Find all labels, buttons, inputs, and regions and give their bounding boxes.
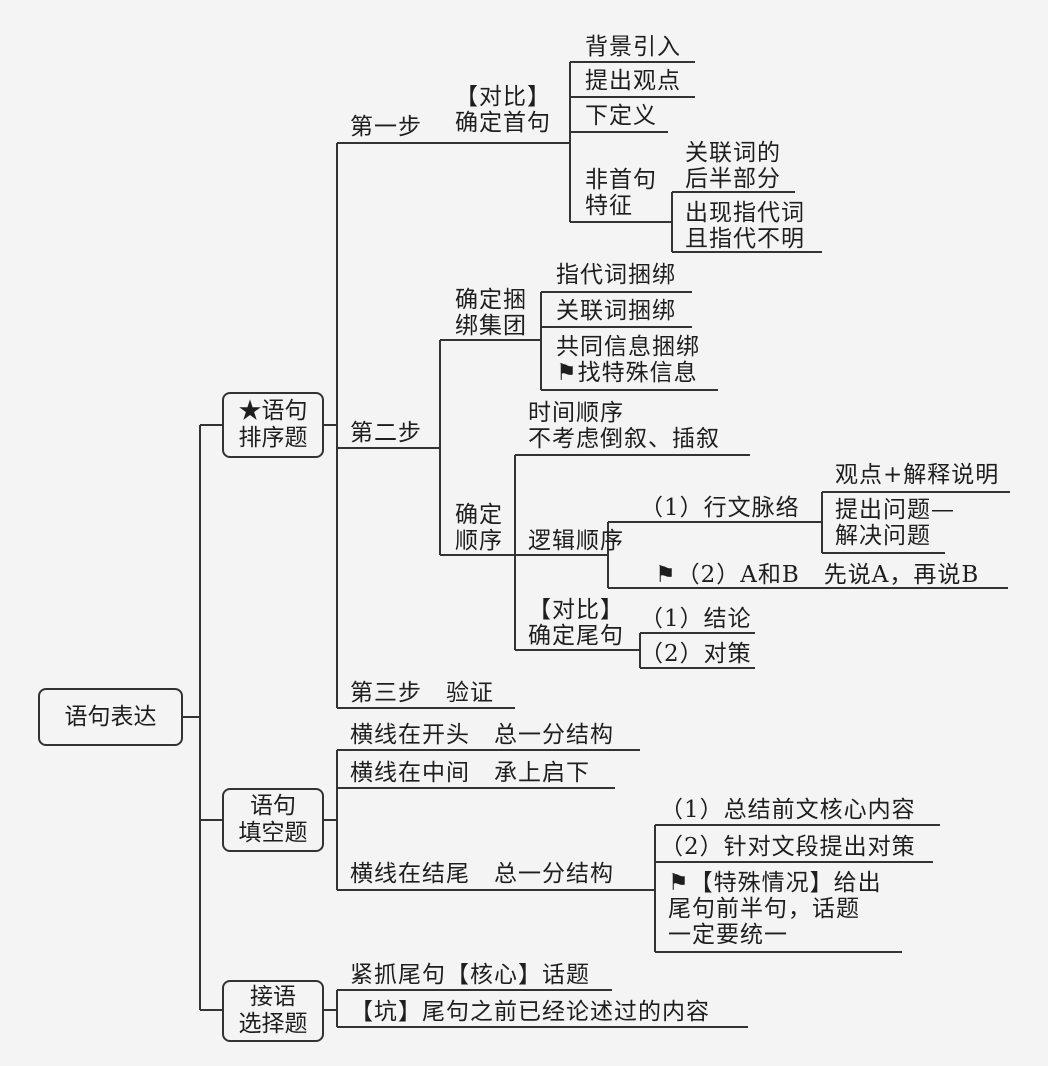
bundle-item: 指代词捆绑	[556, 262, 676, 288]
flow-item: 观点+解释说明	[835, 462, 1000, 488]
step3-label: 第三步 验证	[350, 680, 494, 706]
root-node[interactable]: 语句表达	[38, 688, 183, 746]
flow-label: （1）行文脉络	[640, 495, 800, 521]
node-sentence-sorting[interactable]: ★语句 排序题	[222, 392, 324, 458]
node-continuation-choice[interactable]: 接语 选择题	[222, 980, 324, 1042]
time-order: 时间顺序 不考虑倒叙、插叙	[528, 400, 720, 452]
step1-item: 下定义	[585, 103, 657, 129]
choose-item: 紧抓尾句【核心】话题	[350, 962, 590, 988]
fill-item: 横线在开头 总一分结构	[350, 722, 614, 748]
fill-item: 横线在中间 承上启下	[350, 760, 590, 786]
step1-label: 第一步	[350, 114, 422, 140]
step1-item: 背景引入	[585, 34, 681, 60]
non-first-item: 关联词的 后半部分	[685, 140, 781, 192]
bundle-item: 共同信息捆绑 ⚑找特殊信息	[556, 334, 700, 386]
flow-item: 提出问题— 解决问题	[835, 497, 955, 549]
non-first-label: 非首句 特征	[585, 167, 657, 219]
fill-end-item: （1）总结前文核心内容	[660, 797, 916, 823]
bundle-item: 关联词捆绑	[556, 298, 676, 324]
choose-item: 【坑】尾句之前已经论述过的内容	[350, 999, 710, 1025]
ab-order: ⚑（2）A和B 先说A，再说B	[655, 562, 980, 588]
logic-order-label: 逻辑顺序	[528, 528, 624, 554]
fill-end-item: ⚑【特殊情况】给出 尾句前半句，话题 一定要统一	[668, 870, 882, 948]
ending-item: （1）结论	[640, 606, 752, 632]
step1-item: 提出观点	[585, 68, 681, 94]
step1-sub-label: 【对比】 确定首句	[455, 84, 551, 136]
bundle-label: 确定捆 绑集团	[455, 287, 527, 339]
fill-end-item: （2）针对文段提出对策	[660, 834, 916, 860]
ending-item: （2）对策	[640, 641, 752, 667]
ending-label: 【对比】 确定尾句	[528, 597, 624, 649]
node-sentence-fill[interactable]: 语句 填空题	[222, 788, 324, 852]
order-label: 确定 顺序	[455, 502, 503, 554]
step2-label: 第二步	[350, 420, 422, 446]
fill-item: 横线在结尾 总一分结构	[350, 861, 614, 887]
non-first-item: 出现指代词 且指代不明	[685, 200, 805, 252]
